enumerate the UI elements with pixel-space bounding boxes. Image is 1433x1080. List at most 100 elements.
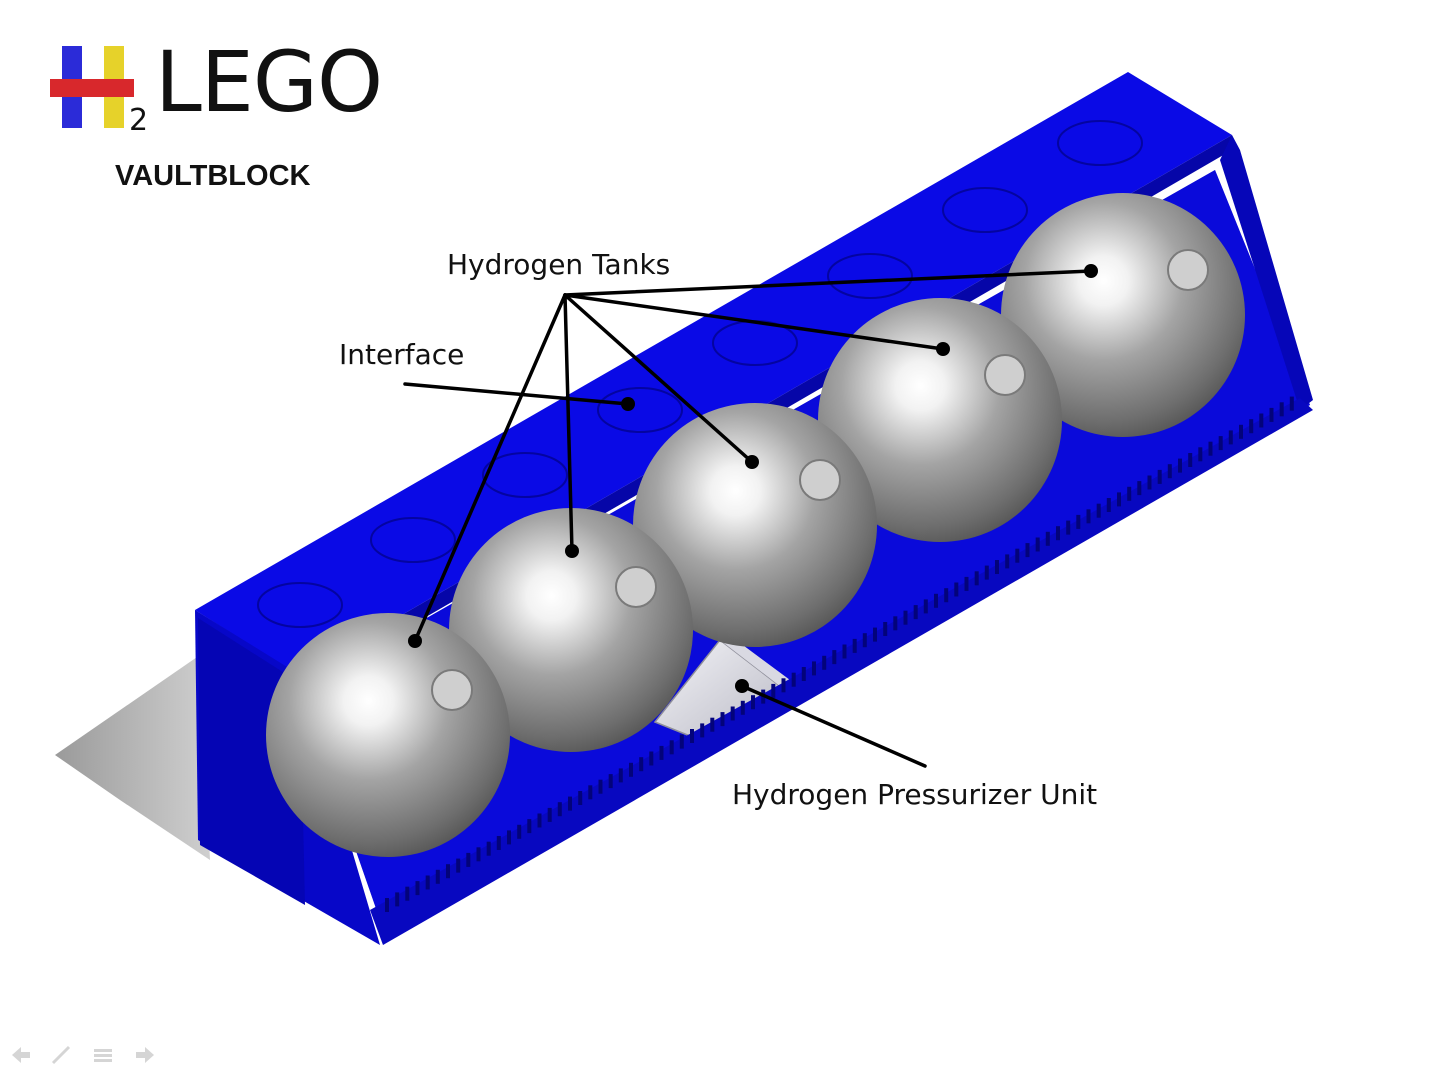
tooth	[517, 824, 522, 839]
tooth	[456, 858, 461, 873]
tooth	[710, 717, 715, 732]
tooth	[639, 757, 644, 772]
tooth	[781, 678, 786, 693]
tooth	[923, 599, 928, 614]
tooth	[944, 588, 949, 603]
tooth	[690, 729, 694, 743]
tooth	[1249, 419, 1254, 434]
tooth	[1188, 453, 1193, 467]
tooth	[700, 723, 705, 738]
tooth	[618, 768, 623, 783]
tooth	[1198, 447, 1203, 462]
hydrogen-tank	[1001, 193, 1245, 437]
tooth	[1076, 514, 1081, 529]
callout-interface: Interface	[339, 338, 465, 371]
tooth	[1269, 407, 1274, 422]
tooth	[1239, 424, 1243, 439]
tooth	[730, 706, 735, 721]
tooth	[1167, 464, 1172, 479]
tooth	[771, 683, 776, 698]
next-arrow-icon[interactable]	[134, 1044, 156, 1066]
tooth	[425, 875, 430, 890]
tooth	[537, 813, 542, 828]
prev-arrow-icon[interactable]	[10, 1044, 32, 1066]
tooth	[1106, 498, 1111, 512]
tooth	[852, 638, 857, 653]
tooth	[527, 819, 532, 834]
tooth	[842, 644, 847, 659]
hydrogen-tank	[266, 613, 510, 857]
tooth	[669, 740, 674, 755]
tooth	[1218, 436, 1223, 451]
tooth	[1279, 402, 1284, 417]
logo-word: LEGO	[155, 33, 383, 131]
tooth	[608, 774, 613, 789]
tooth	[720, 712, 725, 727]
tooth	[883, 622, 888, 636]
tooth	[954, 582, 959, 597]
tooth	[903, 610, 908, 625]
tooth	[395, 892, 400, 907]
tooth	[385, 898, 389, 912]
tooth	[740, 700, 745, 715]
tooth	[629, 762, 633, 777]
hydrogen-tank	[633, 403, 877, 647]
tooth	[1086, 509, 1091, 524]
tooth	[791, 672, 796, 687]
tooth	[446, 864, 450, 879]
pen-icon[interactable]	[50, 1044, 72, 1066]
tooth	[812, 661, 816, 676]
tooth	[1147, 475, 1152, 490]
tooth	[974, 571, 979, 586]
tooth	[1025, 543, 1030, 558]
tooth	[568, 796, 572, 811]
tooth	[1045, 531, 1050, 546]
tooth	[1066, 520, 1071, 535]
logo-bar-red	[50, 79, 134, 97]
logo-subscript: 2	[129, 103, 149, 138]
tooth	[659, 745, 664, 760]
tooth	[435, 869, 440, 884]
callout-pressurizer-unit: Hydrogen Pressurizer Unit	[732, 778, 1098, 811]
tooth	[557, 802, 562, 817]
tooth	[1208, 441, 1213, 456]
tooth	[1015, 548, 1020, 563]
tooth	[649, 751, 654, 766]
tooth	[466, 852, 471, 867]
tooth	[832, 650, 837, 665]
tooth	[679, 734, 684, 749]
block-right-end	[1220, 135, 1313, 410]
tooth	[1178, 458, 1182, 473]
tooth	[822, 655, 827, 670]
tooth	[486, 841, 491, 856]
hydrogen-tank	[818, 298, 1062, 542]
tooth	[964, 576, 969, 591]
tooth	[476, 847, 481, 862]
tooth	[1228, 430, 1233, 445]
block-front-lip	[370, 398, 1313, 945]
callout-lines	[403, 269, 1093, 768]
tooth	[1056, 526, 1060, 541]
tooth	[934, 593, 938, 608]
diagram-subtitle: VAULTBLOCK	[115, 160, 311, 192]
tooth	[1127, 486, 1132, 501]
tooth	[598, 779, 603, 794]
tooth	[1035, 537, 1040, 552]
tooth	[984, 565, 989, 580]
callout-hydrogen-tanks: Hydrogen Tanks	[447, 248, 671, 281]
tooth	[588, 785, 593, 800]
tooth	[578, 791, 583, 805]
tooth	[1157, 469, 1162, 484]
tooth	[507, 830, 511, 845]
tooth	[873, 627, 877, 642]
tooth	[1096, 503, 1101, 518]
callout-dots	[408, 264, 1098, 693]
logo-h-mark	[50, 46, 134, 128]
tooth	[547, 807, 552, 822]
menu-icon[interactable]	[92, 1044, 114, 1066]
tooth	[1289, 396, 1294, 411]
tooth	[1259, 413, 1264, 428]
tooth	[496, 836, 501, 850]
tooth	[405, 886, 410, 901]
